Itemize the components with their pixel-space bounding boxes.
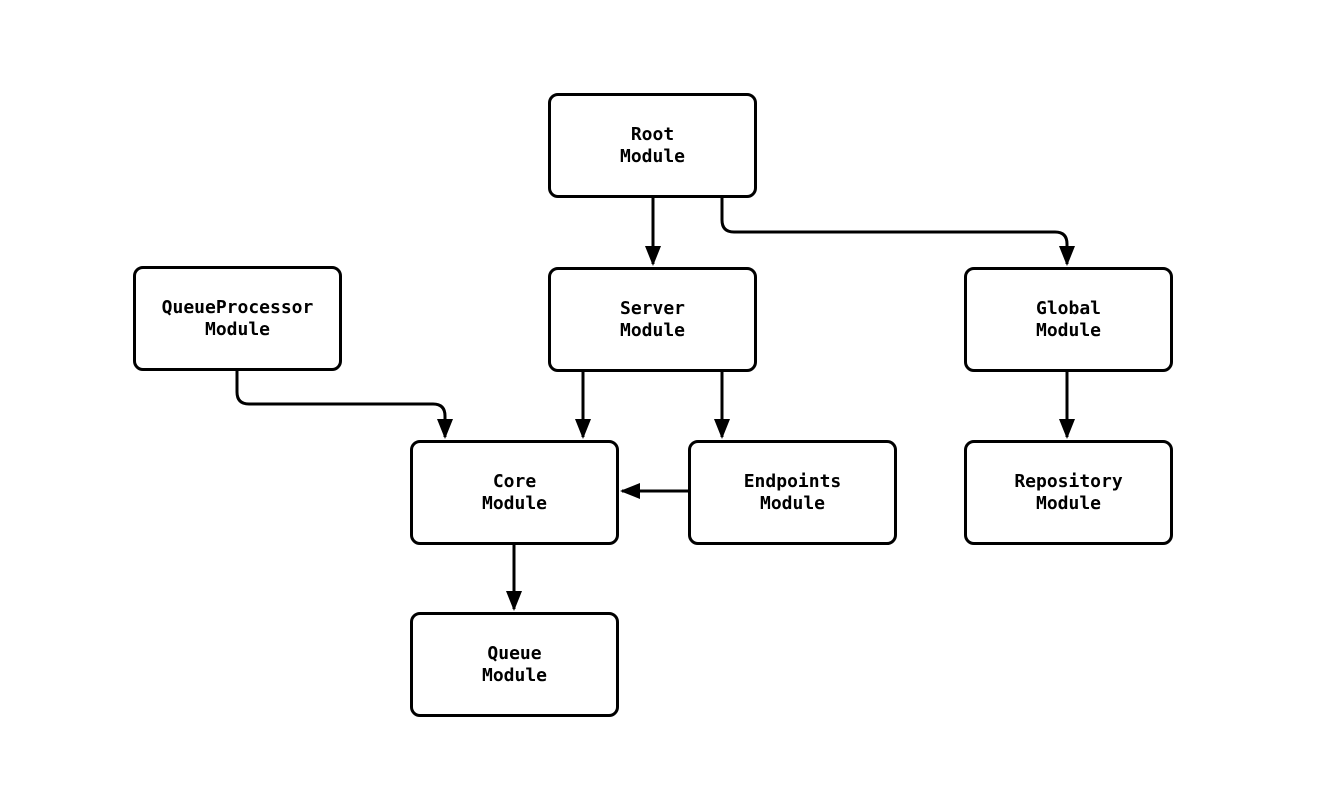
node-core-module-label-line1: Core	[492, 470, 537, 492]
node-endpoints-module-label-line2: Module	[759, 492, 826, 514]
node-root-module: Root Module	[548, 93, 757, 198]
node-endpoints-module: Endpoints Module	[688, 440, 897, 545]
node-queueprocessor-module-label-line2: Module	[204, 318, 271, 340]
node-global-module-label-line2: Module	[1035, 319, 1102, 341]
node-repository-module-label-line2: Module	[1035, 492, 1102, 514]
node-server-module-label-line1: Server	[619, 297, 686, 319]
edge-queueprocessor-to-core	[235, 371, 453, 439]
node-global-module-label-line1: Global	[1035, 297, 1102, 319]
node-endpoints-module-label-line1: Endpoints	[743, 470, 842, 492]
node-queue-module-label-line1: Queue	[487, 642, 542, 664]
node-root-module-label-line2: Module	[619, 145, 686, 167]
edge-root-to-global	[720, 198, 1075, 266]
node-queueprocessor-module: QueueProcessor Module	[133, 266, 342, 371]
node-queueprocessor-module-label-line1: QueueProcessor	[161, 296, 314, 318]
node-global-module: Global Module	[964, 267, 1173, 372]
node-root-module-label-line1: Root	[630, 123, 675, 145]
node-repository-module: Repository Module	[964, 440, 1173, 545]
node-server-module-label-line2: Module	[619, 319, 686, 341]
node-queue-module: Queue Module	[410, 612, 619, 717]
node-queue-module-label-line2: Module	[481, 664, 548, 686]
node-repository-module-label-line1: Repository	[1014, 470, 1123, 492]
node-server-module: Server Module	[548, 267, 757, 372]
node-core-module-label-line2: Module	[481, 492, 548, 514]
node-core-module: Core Module	[410, 440, 619, 545]
